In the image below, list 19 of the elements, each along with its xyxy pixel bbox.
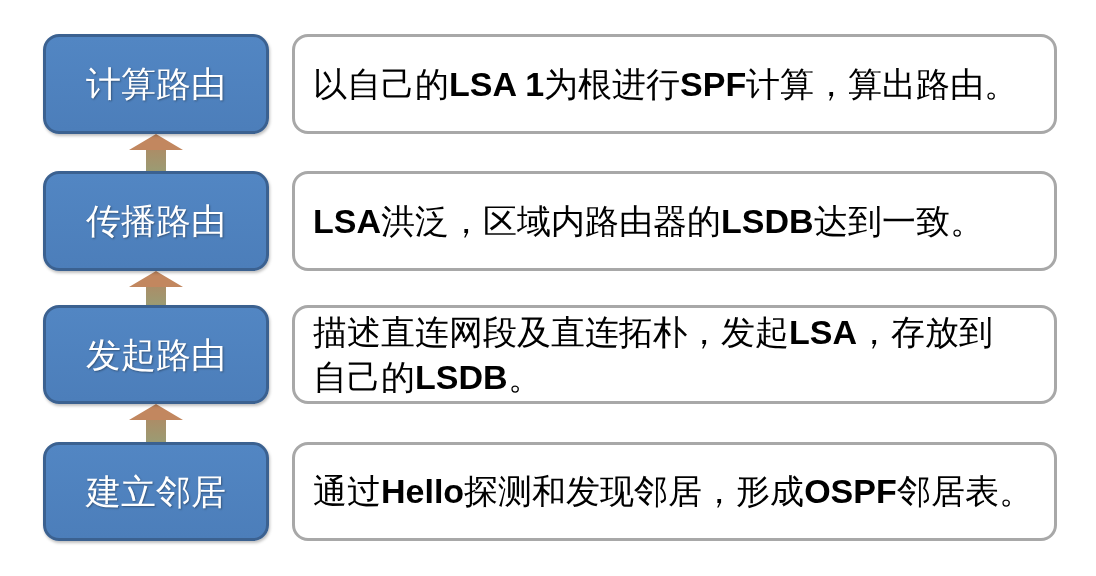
step-title: 传播路由: [86, 200, 226, 242]
arrow: [129, 271, 183, 305]
arrow: [129, 134, 183, 171]
description-box: [292, 34, 1057, 134]
step-box: [43, 34, 269, 134]
step-title: 计算路由: [86, 63, 226, 105]
step-box: [43, 305, 269, 404]
description-box: [292, 442, 1057, 541]
step-description: 通过Hello探测和发现邻居，形成OSPF邻居表。: [313, 471, 1033, 513]
arrow: [129, 404, 183, 442]
step-description: 描述直连网段及直连拓朴，发起LSA，存放到自己的LSDB。: [313, 312, 994, 398]
step-title: 建立邻居: [86, 470, 226, 513]
description-box: [292, 305, 1057, 404]
step-title: 发起路由: [86, 333, 226, 376]
step-box: [43, 442, 269, 541]
step-description: 以自己的LSA 1为根进行SPF计算，算出路由。: [313, 63, 1019, 105]
step-description: LSA洪泛，区域内路由器的LSDB达到一致。: [313, 200, 984, 242]
step-box: [43, 171, 269, 271]
description-box: [292, 171, 1057, 271]
